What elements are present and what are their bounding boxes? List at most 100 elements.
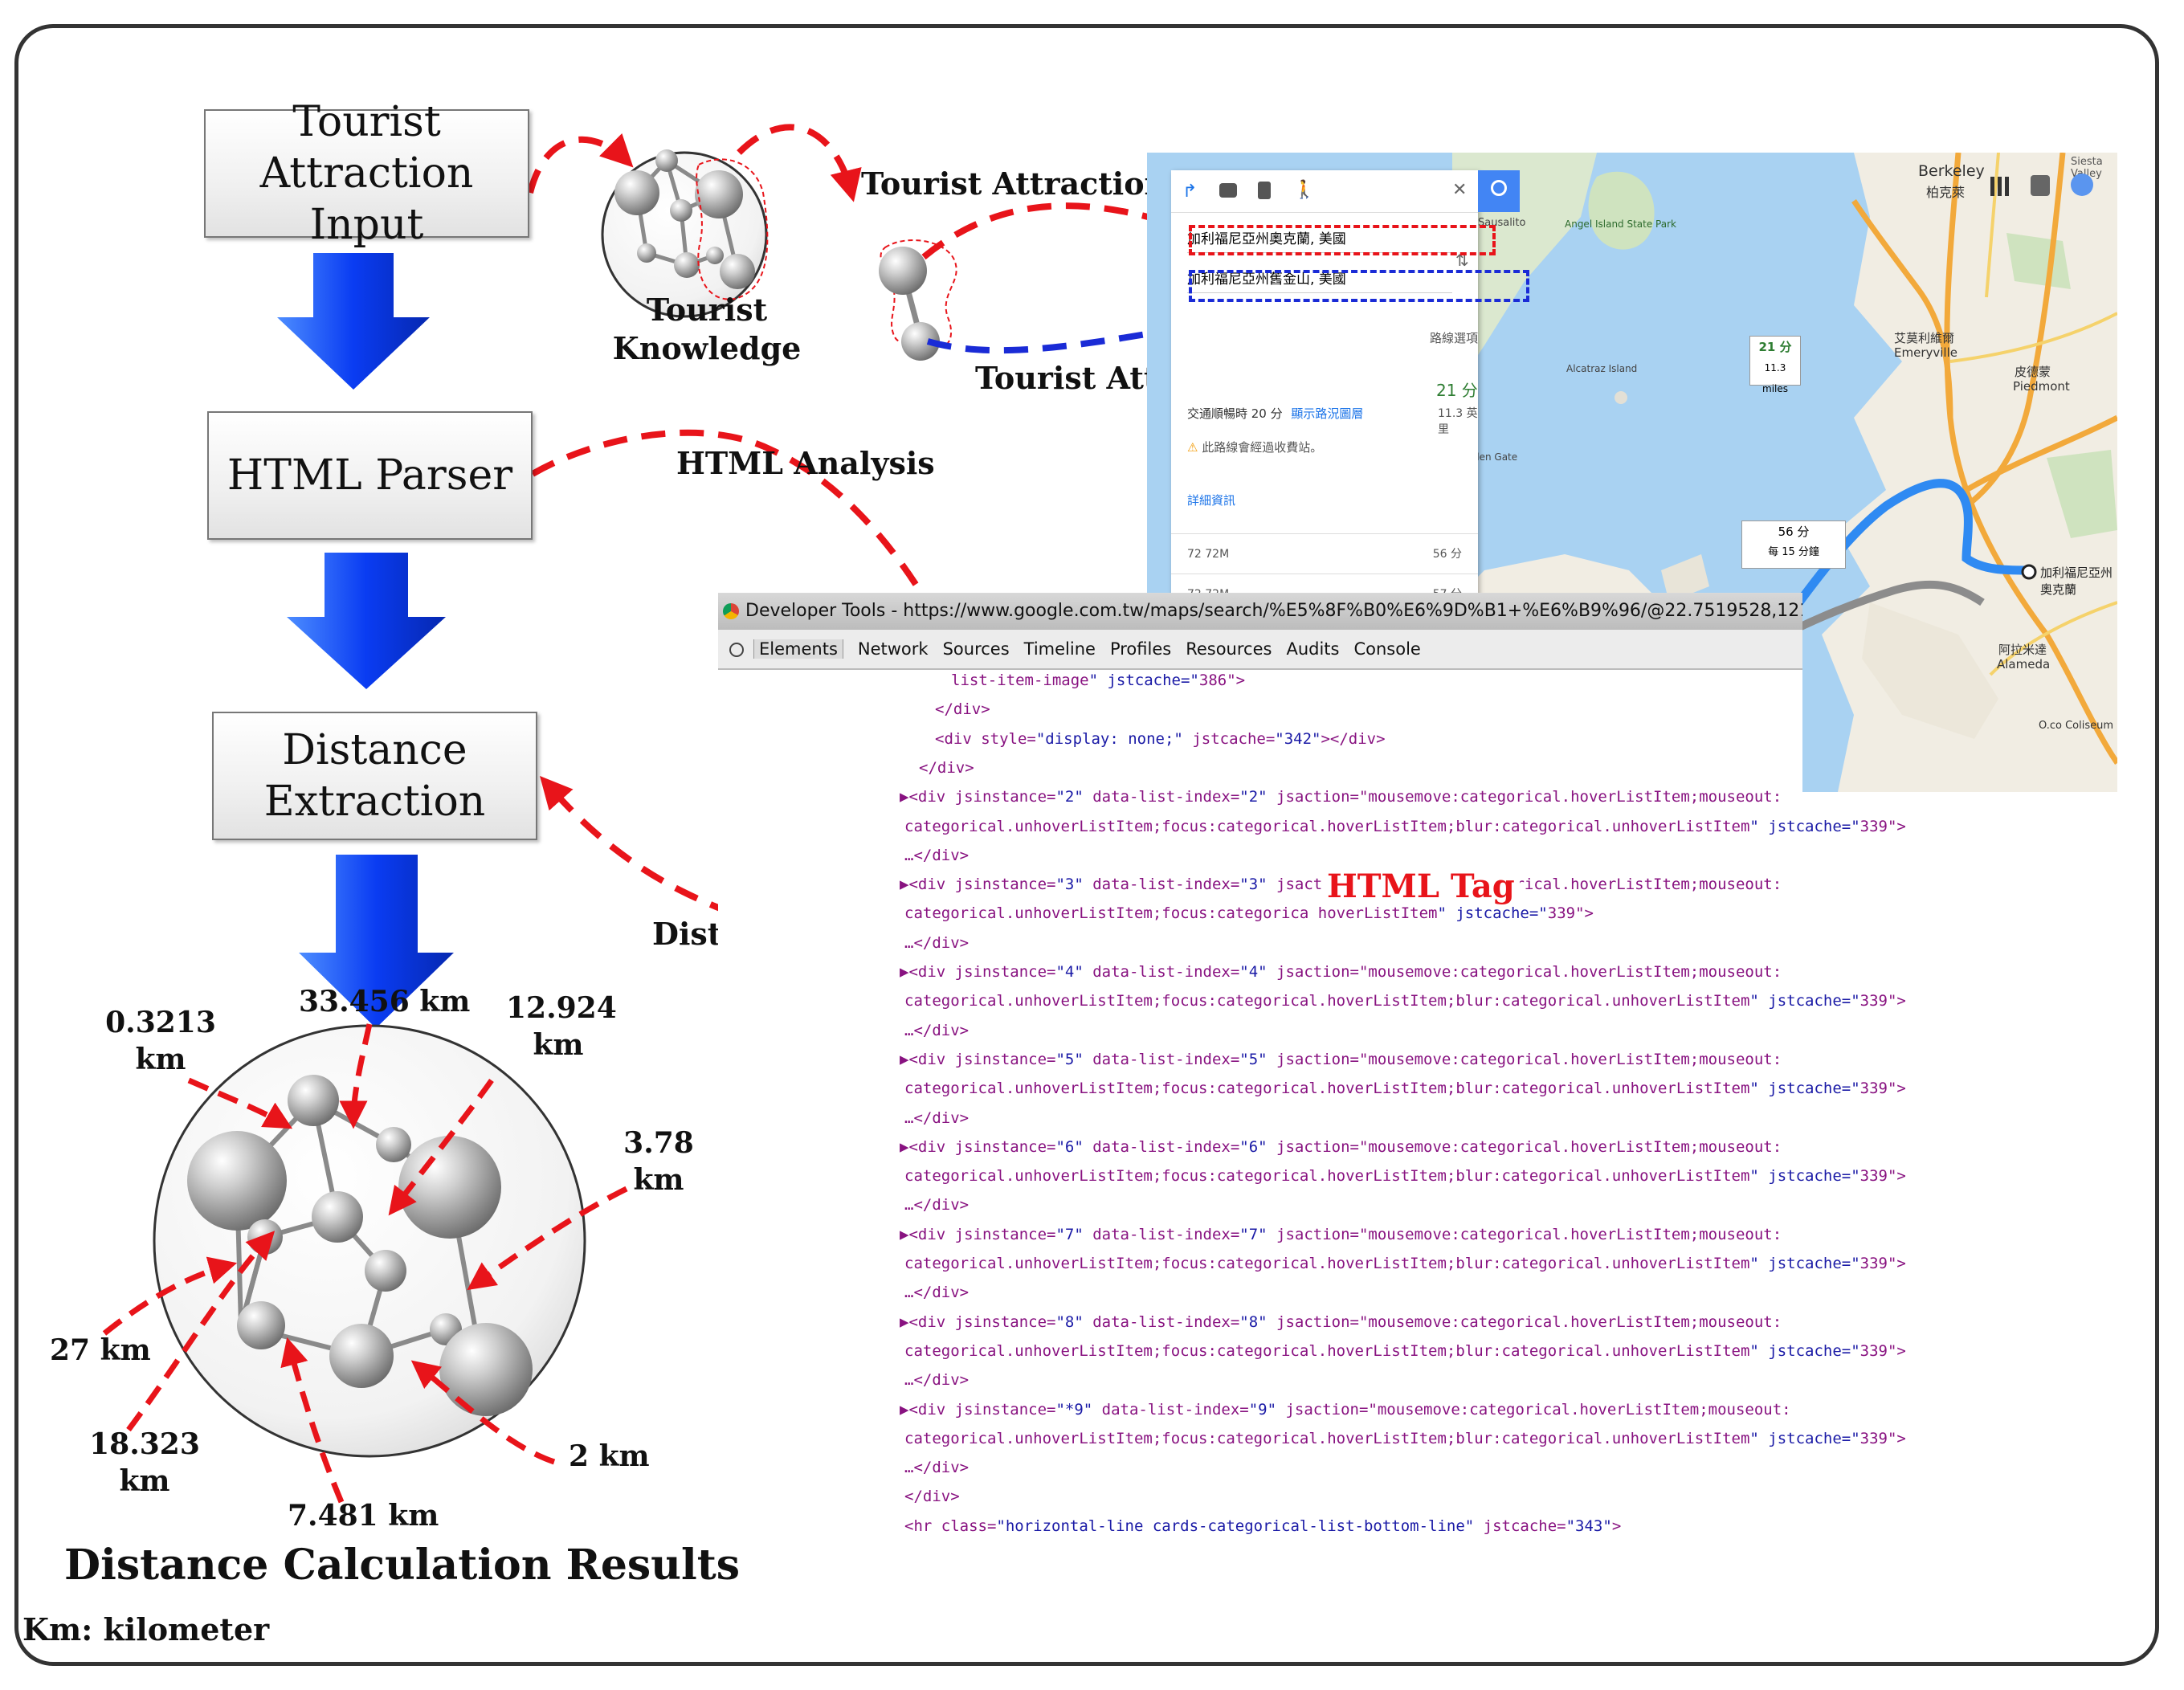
- code-line: categorical.unhoverListItem;focus:catego…: [904, 1341, 1906, 1360]
- close-icon[interactable]: ✕: [1452, 180, 1468, 200]
- extraction-box-line-2: Extraction: [263, 778, 486, 826]
- route-options-link[interactable]: 路線選項: [1430, 331, 1479, 345]
- arrow-d8: [410, 1360, 556, 1465]
- route-time-main: 21 分: [1436, 381, 1478, 400]
- html-analysis-label: HTML Analysis: [676, 445, 935, 481]
- arrow-d4: [467, 1186, 628, 1291]
- flow-arrow-3: [299, 855, 454, 1028]
- d6-unit: km: [119, 1464, 170, 1498]
- distance-results-molecule: [153, 1024, 586, 1458]
- code-line: </div>: [935, 700, 990, 719]
- tourist-knowledge-label: Tourist Knowledge: [610, 291, 803, 368]
- code-line: categorical.unhoverListItem;focus:catego…: [904, 1429, 1906, 1447]
- d6-value: 18.323: [89, 1427, 200, 1461]
- origin-highlight: [1189, 225, 1496, 255]
- transit-row-1[interactable]: 72 72M 56 分: [1171, 533, 1478, 574]
- results-title: Distance Calculation Results: [64, 1541, 741, 1590]
- warning-icon: ⚠: [1187, 440, 1198, 455]
- devtools-tab-console[interactable]: Console: [1353, 639, 1421, 659]
- bubble-drive-dist: 11.3 miles: [1762, 362, 1788, 394]
- traffic-text: 交通順暢時 20 分 顯示路況圖層: [1187, 405, 1363, 422]
- code-line: <hr class="horizontal-line cards-categor…: [904, 1517, 1622, 1535]
- route-bubble-transit[interactable]: 56 分 每 15 分鐘: [1741, 520, 1846, 569]
- walk-icon[interactable]: 🚶: [1293, 180, 1316, 200]
- toll-warning: ⚠ 此路線會經過收費站。: [1187, 439, 1322, 455]
- html-parser-box: HTML Parser: [207, 411, 533, 540]
- transit-icon[interactable]: [1258, 182, 1271, 199]
- devtools-tab-elements[interactable]: Elements: [753, 639, 843, 659]
- code-line: …</div>: [904, 1108, 970, 1127]
- html-parser-label: HTML Parser: [227, 451, 513, 500]
- best-route-icon[interactable]: ↱: [1182, 182, 1198, 202]
- map-label-emeryville: Emeryville: [1894, 345, 1957, 360]
- apps-grid-icon[interactable]: [1990, 177, 2010, 196]
- arrow-knowledge-to-attractions: [737, 124, 862, 202]
- d1-value: 0.3213: [105, 1006, 216, 1039]
- code-line: categorical.unhoverListItem;focus:catego…: [904, 904, 1594, 923]
- arrow-input-to-knowledge: [527, 133, 634, 194]
- details-link[interactable]: 詳細資訊: [1187, 493, 1236, 508]
- code-line: …</div>: [904, 1021, 970, 1039]
- d4-value: 3.78: [623, 1126, 694, 1160]
- arrow-attraction-b-to-map: [926, 287, 1351, 354]
- code-line: <div style="display: none;" jstcache="34…: [935, 729, 1386, 748]
- input-box-line-1: Tourist: [292, 98, 441, 146]
- legend-label: Km: kilometer: [22, 1611, 270, 1647]
- code-line: ▶<div jsinstance="4" data-list-index="4"…: [900, 963, 1782, 981]
- code-line: </div>: [904, 1488, 960, 1506]
- search-icon: [1491, 180, 1507, 196]
- distance-label-d5: 27 km: [50, 1333, 151, 1367]
- map-label-emeryville-cn: 艾莫利維爾: [1894, 331, 1955, 345]
- arrow-parser-to-devtools: [531, 429, 1001, 736]
- map-label-alameda-cn: 阿拉米達: [1998, 643, 2047, 657]
- devtools-tabbar: Elements Network Sources Timeline Profiles Re…: [718, 630, 1802, 670]
- arrow-d7: [280, 1337, 345, 1504]
- destination-highlight: [1189, 270, 1529, 302]
- diagram-frame: [14, 24, 2159, 1666]
- d1-unit: km: [135, 1043, 186, 1076]
- route-bubble-drive[interactable]: 21 分 11.3 miles: [1749, 336, 1801, 394]
- car-icon[interactable]: [1219, 183, 1237, 198]
- search-button[interactable]: [1478, 170, 1520, 212]
- code-line: ▶<div jsinstance="2" data-list-index="2"…: [900, 788, 1782, 806]
- warning-text: 此路線會經過收費站。: [1202, 440, 1323, 455]
- arrow-devtools-to-extraction: [540, 776, 1037, 961]
- notifications-icon[interactable]: [2031, 175, 2050, 196]
- destination-field[interactable]: 加利福尼亞州舊金山, 美國: [1187, 267, 1452, 293]
- devtools-tab-network[interactable]: Network: [857, 639, 929, 659]
- flow-arrow-1: [277, 253, 430, 390]
- code-line: …</div>: [904, 1459, 970, 1477]
- arrow-d6: [126, 1231, 276, 1432]
- account-icon[interactable]: [2071, 173, 2093, 196]
- devtools-search-icon[interactable]: [729, 643, 744, 657]
- code-line: …</div>: [904, 933, 970, 952]
- code-line: …</div>: [904, 1371, 970, 1390]
- devtools-tab-profiles[interactable]: Profiles: [1109, 639, 1172, 659]
- map-label-coliseum: O.co Coliseum: [2039, 720, 2113, 732]
- code-line: list-item-image" jstcache="386">: [951, 672, 1246, 689]
- code-line: categorical.unhoverListItem;focus:catego…: [904, 817, 1906, 835]
- chrome-icon: [723, 603, 739, 619]
- arrow-d3: [388, 1078, 494, 1216]
- code-line: ▶<div jsinstance="8" data-list-index="8"…: [900, 1312, 1782, 1331]
- html-code-view: list-item-image" jstcache="386"> </div> <d…: [718, 668, 1906, 1535]
- devtools-tab-timeline[interactable]: Timeline: [1023, 639, 1096, 659]
- traffic-layer-link[interactable]: 顯示路況圖層: [1291, 406, 1364, 421]
- code-line: categorical.unhoverListItem;focus:catego…: [904, 1255, 1906, 1272]
- tourist-attraction-a-label: Tourist Attraction A: [861, 165, 1201, 202]
- code-line: categorical.unhoverListItem;focus:catego…: [904, 992, 1906, 1010]
- code-line: ▶<div jsinstance="6" data-list-index="6"…: [900, 1137, 1782, 1156]
- devtools-tab-audits[interactable]: Audits: [1286, 639, 1340, 659]
- d3-unit: km: [533, 1028, 584, 1062]
- devtools-tab-resources[interactable]: Resources: [1186, 639, 1272, 659]
- row1-routes: 72 72M: [1187, 548, 1230, 561]
- devtools-tab-sources[interactable]: Sources: [942, 639, 1010, 659]
- code-line: …</div>: [904, 1196, 970, 1214]
- swap-icon[interactable]: ⇅: [1455, 251, 1469, 270]
- tourist-knowledge-line-2: Knowledge: [612, 330, 802, 366]
